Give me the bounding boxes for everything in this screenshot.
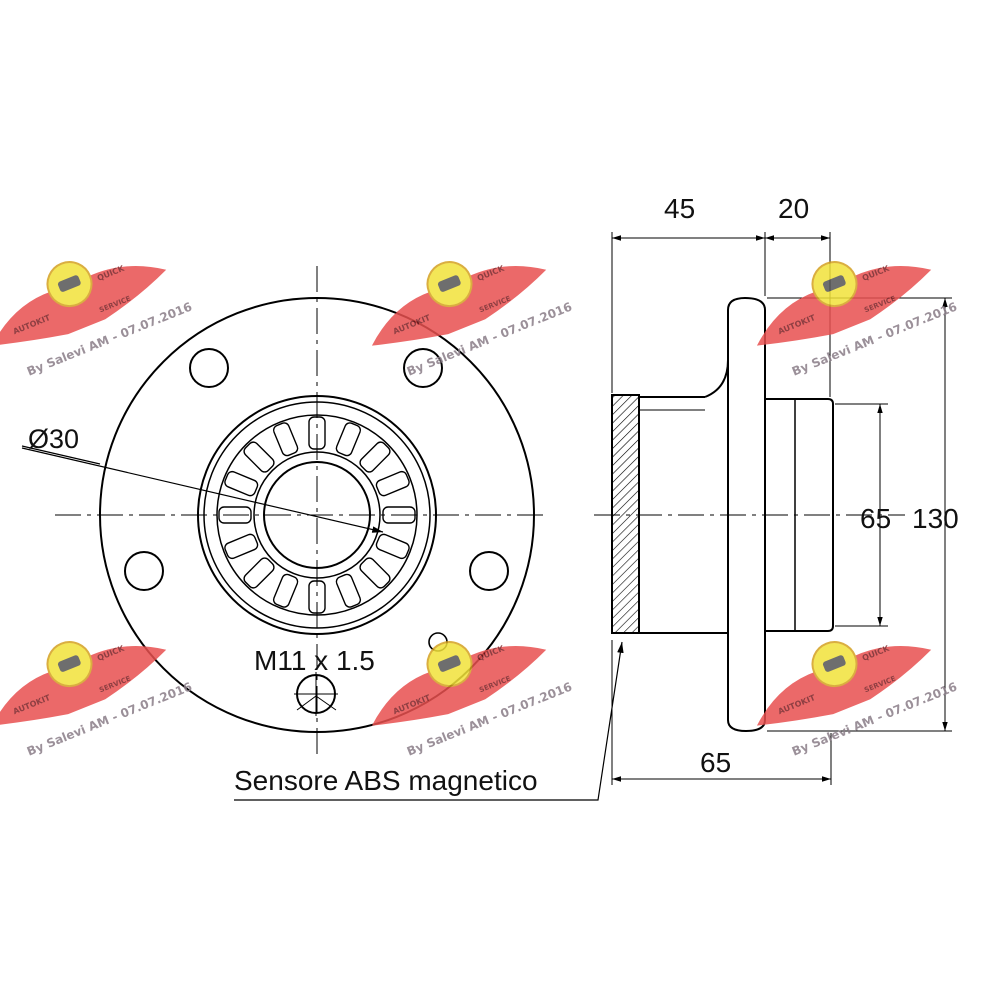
bearing-roller xyxy=(218,506,252,524)
bearing-roller xyxy=(335,573,362,608)
bearing-roller xyxy=(375,533,410,560)
hub-bore xyxy=(263,461,371,569)
dim-label-65-length: 65 xyxy=(700,747,731,778)
bolt-hole xyxy=(124,551,164,591)
bearing-roller xyxy=(308,416,326,450)
bearing-roller xyxy=(335,422,362,457)
wing-icon xyxy=(371,266,547,346)
bolt-thread-label: M11 x 1.5 xyxy=(254,645,375,676)
wing-icon xyxy=(0,266,167,346)
dim-label-65-inner: 65 xyxy=(860,503,891,534)
dim-label-130: 130 xyxy=(912,503,959,534)
bearing-roller xyxy=(382,506,416,524)
bolt-hole xyxy=(189,348,229,388)
bearing-roller xyxy=(243,557,275,589)
bolt-hole xyxy=(469,551,509,591)
bearing-outer-ring xyxy=(197,395,437,635)
wing-icon xyxy=(756,646,932,726)
bearing-roller xyxy=(272,422,299,457)
bolt-hole xyxy=(403,348,443,388)
bearing-roller xyxy=(224,470,259,497)
bearing-roller xyxy=(308,580,326,614)
side-view xyxy=(594,232,952,785)
bore-diameter-label: Ø30 xyxy=(28,424,79,454)
abs-sensor-leader xyxy=(234,641,624,801)
bearing-race-inner xyxy=(253,451,381,579)
bearing-roller xyxy=(375,470,410,497)
bearing-roller xyxy=(272,573,299,608)
bearing-roller xyxy=(359,441,391,473)
bearing-roller xyxy=(224,533,259,560)
front-view xyxy=(21,266,548,760)
dim-label-45: 45 xyxy=(664,193,695,224)
wheel-spigot xyxy=(765,398,834,632)
bearing-race-outer xyxy=(216,414,418,616)
wing-icon xyxy=(371,646,547,726)
dim-label-20: 20 xyxy=(778,193,809,224)
abs-sensor-label: Sensore ABS magnetico xyxy=(234,765,538,796)
bearing-roller xyxy=(359,557,391,589)
wing-icon xyxy=(0,646,167,726)
bore-diameter-leader xyxy=(21,447,384,533)
flange-outline xyxy=(99,297,535,733)
bearing-roller xyxy=(243,441,275,473)
bearing-rollers xyxy=(218,416,416,614)
abs-sensor-ring xyxy=(611,394,640,634)
wing-icon xyxy=(756,266,932,346)
